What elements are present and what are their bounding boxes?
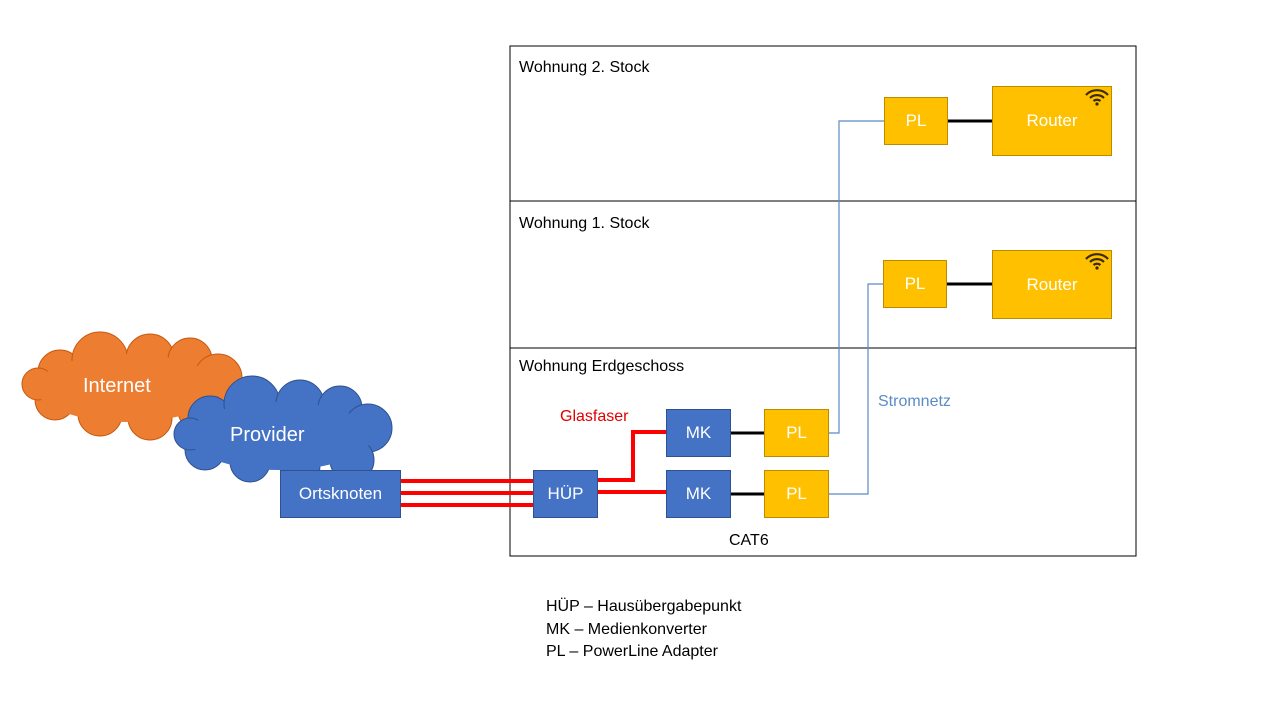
power-lines (829, 120, 884, 495)
cat6-label: CAT6 (729, 532, 769, 549)
router-first-label: Router (1026, 274, 1078, 294)
floor-label-first: Wohnung 1. Stock (519, 215, 650, 232)
mk-bottom-node: MK (666, 470, 731, 518)
stromnetz-label: Stromnetz (878, 393, 951, 410)
ortsknoten-node: Ortsknoten (280, 470, 401, 518)
floor-label-second: Wohnung 2. Stock (519, 59, 650, 76)
internet-cloud-label: Internet (83, 375, 151, 397)
pl-ground-top-node: PL (764, 409, 829, 457)
floor-label-ground: Wohnung Erdgeschoss (519, 358, 685, 375)
glasfaser-label: Glasfaser (560, 408, 629, 425)
router-second-label: Router (1026, 111, 1078, 130)
fiber-lines (401, 430, 666, 507)
legend-pl: PL – PowerLine Adapter (546, 643, 718, 660)
mk-top-node: MK (666, 409, 731, 457)
wifi-icon (1085, 253, 1109, 270)
legend-mk: MK – Medienkonverter (546, 620, 707, 638)
cat6-lines (731, 119, 992, 496)
internet-cloud-shape (21, 331, 243, 441)
pl-first-node: PL (883, 260, 947, 308)
provider-cloud-shape (173, 375, 393, 487)
building-outline (509, 45, 1137, 557)
wifi-icon (1085, 89, 1109, 106)
pl-ground-bottom-node: PL (764, 470, 829, 518)
huep-node: HÜP (533, 470, 598, 518)
legend: HÜP – Hausübergabepunkt MK – Medienkonve… (546, 596, 741, 664)
legend-huep: HÜP – Hausübergabepunkt (546, 598, 742, 615)
pl-second-node: PL (884, 97, 948, 145)
provider-cloud-label: Provider (230, 424, 305, 446)
